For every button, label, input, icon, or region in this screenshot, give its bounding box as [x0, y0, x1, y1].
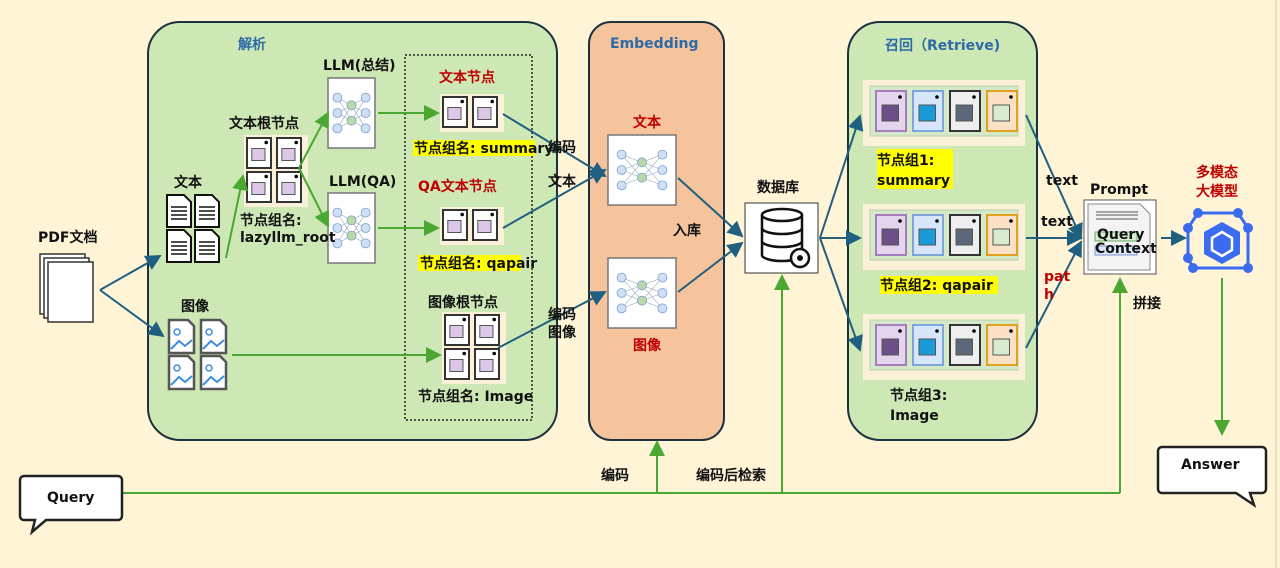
- prompt-query-field: Query: [1097, 227, 1144, 243]
- image-file-icon: [167, 318, 196, 355]
- group2-label: 节点组2: qapair: [880, 277, 993, 294]
- arrow-summary-embed: [502, 113, 607, 178]
- text-doc-icon: [166, 229, 192, 263]
- text-doc-icon: [194, 229, 220, 263]
- retrieve-group-3: [863, 314, 1025, 380]
- arrow-db-group3: [819, 237, 863, 352]
- store-label: 入库: [673, 222, 701, 239]
- pdf-label: PDF文档: [38, 229, 97, 246]
- group1-label: 节点组1:: [877, 152, 934, 169]
- text-nodes-label: 文本节点: [439, 69, 495, 86]
- retrieve-group-1: [863, 80, 1025, 146]
- arrow-pdf-text: [99, 255, 162, 291]
- text-root-label: 文本根节点: [229, 115, 299, 132]
- text-root-nodes: [244, 135, 308, 207]
- path-edge-label-2: h: [1044, 287, 1054, 303]
- summary-highlight: [413, 140, 535, 156]
- encode-label: 编码: [601, 467, 629, 484]
- llm-summary-network-icon: [327, 77, 376, 149]
- prompt-document-icon: [1083, 199, 1157, 275]
- arrow-embed-image-db: [677, 241, 744, 293]
- image-file-icon: [199, 354, 228, 391]
- arrow-text-root: [225, 174, 248, 259]
- qapair-highlight: [418, 255, 521, 271]
- encode-image-label: 编码: [548, 306, 576, 323]
- group1-highlight: [877, 149, 953, 189]
- text-embedding-network-icon: [607, 134, 677, 206]
- model-label: 多模态: [1196, 164, 1238, 181]
- llm-summary-label: LLM(总结): [323, 57, 396, 74]
- text-edge-label-1: text: [1046, 173, 1078, 189]
- embedding-title: Embedding: [610, 36, 699, 52]
- llm-qa-network-icon: [327, 192, 376, 264]
- concat-label: 拼接: [1133, 295, 1161, 312]
- arrow-root-llm-summary: [298, 111, 329, 169]
- embedding-image-label: 图像: [633, 337, 662, 354]
- arrow-group1-prompt: [1025, 114, 1083, 240]
- image-root-nodes: [442, 312, 506, 384]
- qa-nodes-label: QA文本节点: [418, 178, 497, 195]
- encode-search-label: 编码后检索: [696, 467, 766, 484]
- query-bubble[interactable]: [18, 474, 124, 536]
- group3-name: Image: [890, 408, 939, 424]
- embedding-text-label: 文本: [633, 114, 662, 131]
- llm-qa-label: LLM(QA): [329, 174, 396, 190]
- text-label: 文本: [174, 174, 203, 191]
- retrieve-group-2: [863, 204, 1025, 270]
- encode-text-label-2: 文本: [548, 173, 577, 190]
- node-group-box: [404, 54, 533, 421]
- image-embedding-network-icon: [607, 257, 677, 329]
- image-root-label: 图像根节点: [428, 294, 498, 311]
- answer-bubble: [1156, 445, 1268, 509]
- arrow-pdf-image: [99, 289, 165, 338]
- text-edge-label-2: text: [1041, 214, 1073, 230]
- multimodal-model-icon: [1183, 208, 1253, 273]
- database-icon: [744, 202, 819, 274]
- text-doc-icon: [166, 194, 192, 228]
- encode-image-label-2: 图像: [548, 324, 577, 341]
- pdf-document-icon: [39, 253, 94, 323]
- database-label: 数据库: [757, 179, 799, 196]
- arrow-db-group1: [819, 114, 864, 239]
- image-label: 图像: [181, 298, 210, 315]
- arrow-group3-prompt: [1025, 240, 1082, 349]
- image-file-icon: [199, 318, 228, 355]
- query-text[interactable]: Query: [47, 490, 94, 506]
- retrieve-title: 召回（Retrieve): [885, 38, 1000, 54]
- group3-label: 节点组3:: [890, 387, 947, 404]
- group1-name: summary: [877, 173, 950, 189]
- group2-highlight: [880, 276, 998, 294]
- answer-text: Answer: [1181, 457, 1240, 473]
- qa-nodes: [440, 207, 504, 245]
- summary-group-label: 节点组名: summary: [414, 140, 553, 157]
- arrow-image-embed: [497, 291, 607, 349]
- image-group-label: 节点组名: Image: [418, 388, 533, 405]
- arrow-embed-text-db: [677, 177, 744, 238]
- path-edge-label: pat: [1044, 269, 1070, 285]
- prompt-label: Prompt: [1090, 182, 1148, 198]
- parse-title: 解析: [238, 36, 266, 53]
- prompt-context-field: Context: [1095, 241, 1157, 257]
- image-file-icon: [167, 354, 196, 391]
- root-group-name: lazyllm_root: [240, 230, 336, 246]
- arrow-qa-embed: [502, 169, 607, 229]
- model-label-2: 大模型: [1196, 183, 1238, 200]
- text-doc-icon: [194, 194, 220, 228]
- qa-group-label: 节点组名: qapair: [420, 255, 537, 272]
- summary-nodes: [440, 94, 504, 132]
- arrow-root-llm-qa: [298, 167, 329, 228]
- encode-text-label: 编码: [548, 139, 576, 156]
- root-group-prefix: 节点组名:: [240, 212, 302, 229]
- embedding-panel: [588, 21, 725, 441]
